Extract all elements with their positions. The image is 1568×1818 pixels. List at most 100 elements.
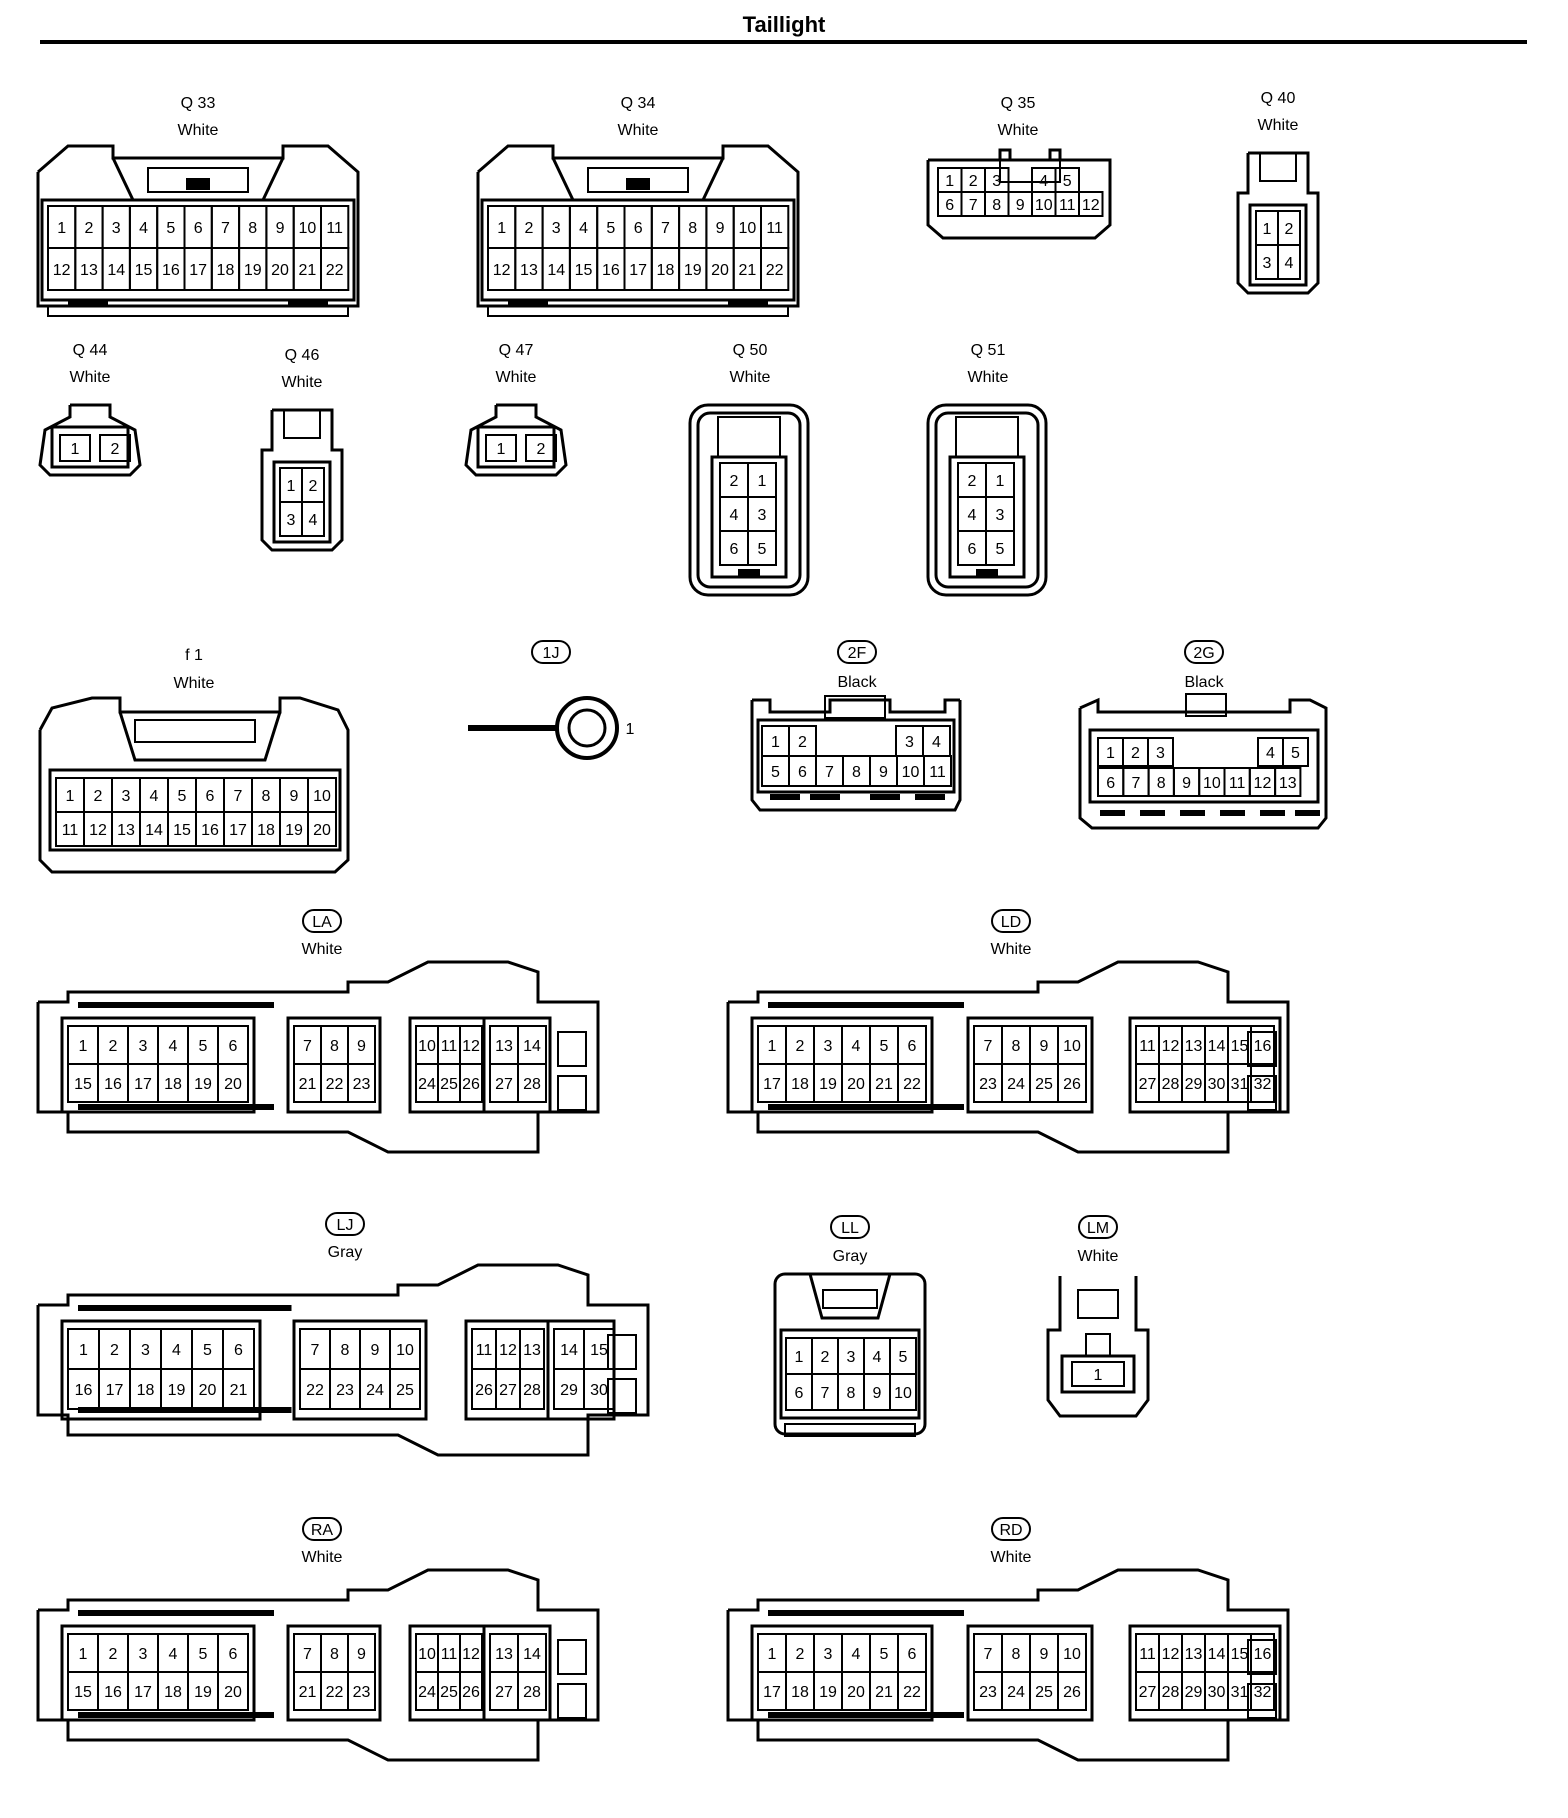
pin-number: 3 bbox=[905, 734, 914, 751]
pin-number: 11 bbox=[326, 220, 343, 237]
connector-code-badge bbox=[837, 640, 877, 664]
pin-cell bbox=[897, 1063, 927, 1103]
housing-outline bbox=[808, 1273, 892, 1320]
latch-bar bbox=[728, 300, 768, 306]
pin-number: 6 bbox=[908, 1646, 917, 1663]
pin-number: 2 bbox=[109, 1646, 118, 1663]
pin-block bbox=[286, 1016, 382, 1114]
pin-cell bbox=[1078, 191, 1104, 217]
pin-number: 28 bbox=[1162, 1684, 1180, 1701]
connector-color: White bbox=[496, 369, 537, 386]
pin-number: 7 bbox=[661, 220, 670, 237]
latch-tab bbox=[1247, 1639, 1277, 1675]
pin-number: 1 bbox=[1106, 745, 1115, 762]
pin-number: 11 bbox=[1139, 1038, 1156, 1055]
pin-number: 10 bbox=[902, 764, 920, 781]
pin-cell bbox=[217, 1671, 249, 1711]
pin-number: 11 bbox=[929, 764, 946, 781]
pin-number: 17 bbox=[763, 1684, 781, 1701]
pin-cell bbox=[923, 755, 952, 787]
connector-code-badge bbox=[531, 640, 571, 664]
latch-bar bbox=[915, 794, 945, 800]
pin-number: 16 bbox=[104, 1076, 122, 1093]
pin-number: 4 bbox=[1039, 173, 1048, 190]
pin-cell bbox=[1057, 1671, 1087, 1711]
housing-outline bbox=[773, 1272, 927, 1436]
latch-window bbox=[999, 159, 1061, 183]
pin-number: 26 bbox=[475, 1382, 493, 1399]
pin-number: 12 bbox=[89, 822, 107, 839]
pin-number: 16 bbox=[1254, 1646, 1272, 1663]
pin-number: 7 bbox=[969, 197, 978, 214]
housing-inner bbox=[696, 411, 802, 589]
latch-window bbox=[824, 695, 886, 719]
pin-number: 11 bbox=[476, 1342, 493, 1359]
housing-base bbox=[487, 305, 789, 317]
pin-number: 10 bbox=[396, 1342, 414, 1359]
pin-number: 14 bbox=[523, 1038, 541, 1055]
pin-number: 18 bbox=[164, 1076, 182, 1093]
connector-code: Q 33 bbox=[181, 95, 216, 112]
pin-cell bbox=[747, 530, 777, 566]
housing-outline bbox=[1048, 148, 1062, 160]
pin-number: 10 bbox=[1203, 775, 1221, 792]
pin-number: 3 bbox=[824, 1038, 833, 1055]
connector-code: Q 34 bbox=[621, 95, 656, 112]
pin-number: 9 bbox=[716, 220, 725, 237]
pin-number: 3 bbox=[824, 1646, 833, 1663]
pin-number: 12 bbox=[1162, 1646, 1180, 1663]
pin-number: 9 bbox=[357, 1038, 366, 1055]
housing-outline bbox=[926, 403, 1048, 597]
pin-number: 1 bbox=[57, 220, 66, 237]
pin-number: 18 bbox=[137, 1382, 155, 1399]
pin-number: 2 bbox=[798, 734, 807, 751]
pin-number: 16 bbox=[104, 1684, 122, 1701]
pin-number: 5 bbox=[1291, 745, 1300, 762]
connector-color: White bbox=[174, 675, 215, 692]
pin-number: 4 bbox=[309, 512, 318, 529]
pin-number: 7 bbox=[825, 764, 834, 781]
pin-number: 15 bbox=[74, 1684, 92, 1701]
connector-color: White bbox=[70, 369, 111, 386]
pin-number: 2 bbox=[109, 1038, 118, 1055]
pin-number: 9 bbox=[1040, 1038, 1049, 1055]
pin-number: 3 bbox=[287, 512, 296, 529]
connector-code-badge bbox=[991, 1517, 1031, 1541]
pin-number: 12 bbox=[462, 1038, 480, 1055]
pin-number: 5 bbox=[996, 541, 1005, 558]
pin-number: 6 bbox=[234, 1342, 243, 1359]
pin-number: 32 bbox=[1254, 1684, 1272, 1701]
pin-number: 15 bbox=[590, 1342, 608, 1359]
pin-number: 28 bbox=[523, 1382, 541, 1399]
pin-number: 19 bbox=[819, 1076, 837, 1093]
pin-number: 13 bbox=[80, 262, 98, 279]
housing-base bbox=[784, 1423, 916, 1437]
pin-cell bbox=[985, 530, 1015, 566]
latch-bar bbox=[768, 1712, 964, 1718]
latch-bar bbox=[1220, 810, 1245, 816]
connector-code: 2G bbox=[1193, 645, 1214, 662]
pin-number: 12 bbox=[1082, 197, 1100, 214]
pin-number: 29 bbox=[560, 1382, 578, 1399]
pin-number: 15 bbox=[1231, 1038, 1249, 1055]
pin-number: 16 bbox=[201, 822, 219, 839]
connector-code-badge bbox=[1078, 1215, 1118, 1239]
latch-tab bbox=[607, 1334, 637, 1370]
connector-code: Q 47 bbox=[499, 342, 534, 359]
latch-bar bbox=[508, 300, 548, 306]
pin-number: 3 bbox=[992, 173, 1001, 190]
